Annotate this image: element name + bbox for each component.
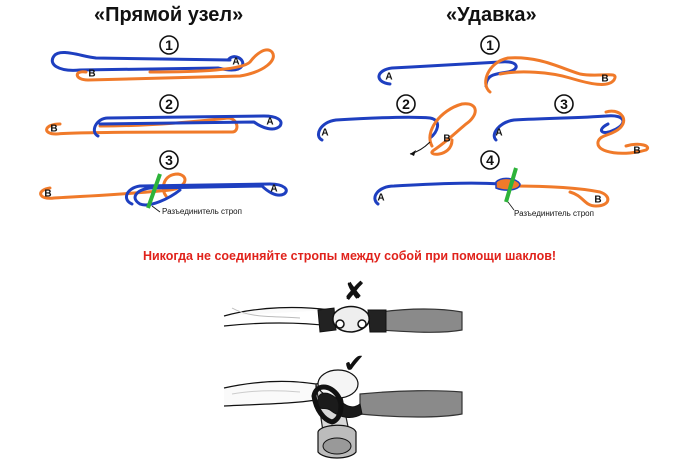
loop-label-b: B: [50, 124, 57, 135]
loop-label-a: A: [321, 128, 328, 139]
loop-label-a: A: [266, 117, 273, 128]
reef-knot-title: «Прямой узел»: [94, 4, 244, 26]
sling-separator: [146, 173, 162, 209]
loop-label-b: B: [443, 134, 450, 145]
svg-text:2: 2: [165, 96, 173, 112]
svg-text:4: 4: [486, 152, 494, 168]
loop-label-b: B: [594, 195, 601, 206]
loop-label-b: B: [44, 189, 51, 200]
choke-step-1: A B: [377, 56, 617, 94]
loop-label-b: B: [601, 74, 608, 85]
svg-text:1: 1: [486, 37, 494, 53]
loop-label-a: A: [495, 128, 502, 139]
choke-knot-title: «Удавка»: [446, 4, 537, 26]
wrong-method-illustration: ✘: [223, 276, 463, 333]
svg-text:3: 3: [560, 96, 568, 112]
step-number-2: 2: [396, 94, 416, 114]
separator-label: Разъединитель строп: [514, 209, 594, 218]
step-number-1: 1: [159, 35, 179, 55]
choke-step-2: A B: [317, 102, 477, 156]
wrong-mark-icon: ✘: [343, 276, 365, 306]
sling-separator: [504, 167, 518, 203]
step-number-3: 3: [554, 94, 574, 114]
loop-label-a: A: [377, 193, 384, 204]
step-number-3: 3: [159, 150, 179, 170]
loop-label-a: A: [385, 72, 392, 83]
loop-label-b: B: [88, 69, 95, 80]
right-mark-icon: ✔: [343, 348, 365, 378]
separator-label: Разъединитель строп: [162, 207, 242, 216]
step-number-4: 4: [480, 150, 500, 170]
reef-step-1: A B: [50, 48, 275, 82]
step-number-2: 2: [159, 94, 179, 114]
svg-text:1: 1: [165, 37, 173, 53]
reef-step-2: B A: [45, 114, 283, 138]
step-number-1: 1: [480, 35, 500, 55]
svg-text:3: 3: [165, 152, 173, 168]
loop-label-a: A: [270, 184, 277, 195]
svg-text:2: 2: [402, 96, 410, 112]
reef-step-3: Разъединитель строп B A: [39, 172, 288, 216]
choke-step-3: A B: [492, 109, 649, 157]
choke-step-4: Разъединитель строп A B: [373, 167, 610, 218]
loop-label-a: A: [232, 57, 239, 68]
loop-label-b: B: [633, 146, 640, 157]
right-method-illustration: ✔: [223, 348, 463, 459]
shackle-warning: Никогда не соединяйте стропы между собой…: [142, 249, 557, 263]
